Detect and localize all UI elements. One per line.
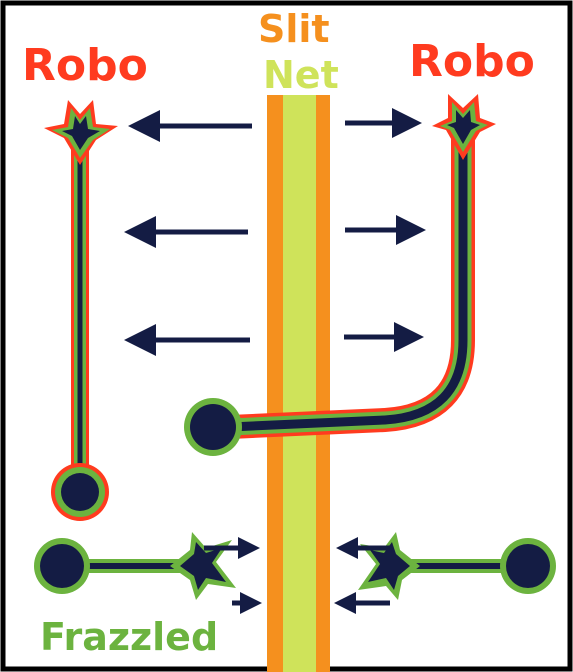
arrow-left-2 xyxy=(124,216,248,248)
slit-stripe-right xyxy=(316,95,330,672)
right-robo-axon xyxy=(184,94,496,456)
robo-label-right: Robo xyxy=(409,36,535,87)
robo-label-left: Robo xyxy=(22,40,148,91)
arrow-in-left-2 xyxy=(232,592,262,614)
net-stripe xyxy=(283,95,316,672)
repulsion-arrows xyxy=(124,108,426,356)
arrow-right-3 xyxy=(344,322,424,352)
frazzled-label: Frazzled xyxy=(40,615,219,659)
attraction-arrows xyxy=(204,537,392,614)
arrow-left-1 xyxy=(128,110,252,142)
arrow-right-2 xyxy=(345,215,426,245)
slit-label: Slit xyxy=(258,7,330,51)
frazzled-axon-left xyxy=(34,532,236,600)
frazzled-axon-right xyxy=(358,532,556,600)
arrow-right-1 xyxy=(345,108,422,138)
net-label: Net xyxy=(263,53,339,97)
arrow-in-left-1 xyxy=(204,537,260,559)
arrow-in-right-2 xyxy=(334,592,390,614)
slit-stripe-left xyxy=(267,95,283,672)
left-robo-axon xyxy=(44,100,118,521)
arrow-left-3 xyxy=(124,324,250,356)
arrow-in-right-1 xyxy=(336,537,392,559)
